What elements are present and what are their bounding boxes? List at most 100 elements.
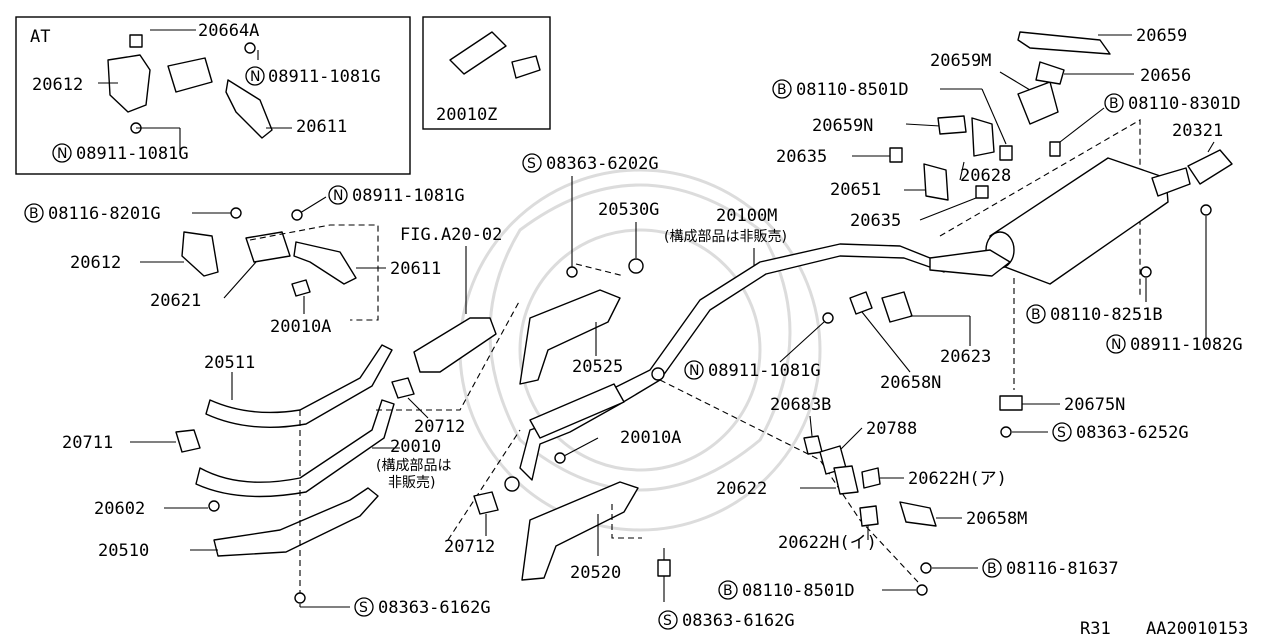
insulator-at: [167, 57, 213, 93]
clamp-20530G: [628, 258, 644, 274]
label-08110-8301D: 08110-8301D: [1128, 94, 1241, 114]
label-20658M: 20658M: [966, 509, 1027, 529]
bolt-20635-bottom: [975, 185, 989, 199]
label-20635-bottom: 20635: [850, 211, 901, 231]
gasket-20712-upper: [391, 377, 415, 399]
nut-mid: [291, 209, 303, 221]
s-prefix-6162G-bottom: S: [663, 613, 672, 629]
label-08363-6162G-left: 08363-6162G: [378, 598, 491, 618]
sealant-cap: [511, 55, 541, 79]
b-prefix-8501D-bottom: B: [723, 583, 733, 599]
label-08911-center: 08911-1081G: [708, 361, 821, 381]
nut-at-top: [244, 42, 256, 54]
label-20010A-left: 20010A: [270, 317, 331, 337]
pipe-20010: [195, 399, 395, 498]
label-08363-6162G-bottom: 08363-6162G: [682, 611, 795, 631]
bolt-20664A: [129, 34, 143, 48]
left-mount-group: B 08116-8201G N 08911-1081G 20612 20621 …: [24, 185, 465, 337]
insulator-20628: [971, 117, 995, 157]
label-20511: 20511: [204, 353, 255, 373]
s-prefix-6252G: S: [1057, 425, 1066, 441]
heat-shield-20520: [521, 481, 639, 581]
label-20612: 20612: [70, 253, 121, 273]
note-20100M: (構成部品は非販売): [664, 229, 787, 245]
muffler-body: [989, 157, 1169, 285]
insulator-20656: [1035, 61, 1065, 85]
bolt-6202G: [566, 266, 578, 278]
label-08363-6252G: 08363-6252G: [1076, 423, 1189, 443]
insulator-20623: [881, 291, 913, 323]
label-08116-81637: 08116-81637: [1006, 559, 1119, 579]
label-20635-top: 20635: [776, 147, 827, 167]
heat-shield-20525: [519, 289, 621, 385]
bolt-8501D-top: [999, 145, 1013, 161]
label-20321: 20321: [1172, 121, 1223, 141]
note-20010-line1: (構成部品は: [376, 458, 451, 474]
label-20622: 20622: [716, 479, 767, 499]
label-20621: 20621: [150, 291, 201, 311]
label-08911-1082G: 08911-1082G: [1130, 335, 1243, 355]
insulator-20622: [833, 465, 859, 495]
catalytic-converter: [413, 317, 497, 373]
n-circle-at-1: [245, 66, 265, 86]
label-20711: 20711: [62, 433, 113, 453]
label-20712-lower: 20712: [444, 537, 495, 557]
bracket-20683B: [803, 435, 823, 455]
b-prefix-8501D-top: B: [777, 82, 787, 98]
label-20623: 20623: [940, 347, 991, 367]
n-prefix-center: N: [689, 363, 699, 379]
sealant-tube: [449, 31, 507, 75]
bolt-6252G: [1000, 426, 1012, 438]
label-20683B: 20683B: [770, 395, 831, 415]
inset-20010Z-box: 20010Z: [422, 16, 551, 130]
label-08110-8501D-top: 08110-8501D: [796, 80, 909, 100]
n-prefix-1082G: N: [1111, 337, 1121, 353]
b-prefix-8301D: B: [1109, 96, 1119, 112]
label-20611-at: 20611: [296, 117, 347, 137]
label-20602: 20602: [94, 499, 145, 519]
catalyst-group: FIG.A20-02 20712 20712: [376, 225, 521, 557]
label-20520: 20520: [570, 563, 621, 583]
bolt-8301D: [1049, 141, 1061, 157]
bolt-6162G-left: [294, 592, 306, 604]
n-prefix-mid: N: [333, 188, 343, 204]
pipe-20511: [205, 344, 393, 429]
s-prefix-6202G: S: [527, 156, 536, 172]
insulator-20621: [245, 231, 291, 263]
label-20530G: 20530G: [598, 200, 659, 220]
b-prefix-81637: B: [987, 561, 997, 577]
inset-at-title: AT: [30, 27, 50, 47]
label-fig-a20-02: FIG.A20-02: [400, 225, 502, 245]
bolt-81637: [920, 562, 932, 574]
bracket-20611: [293, 241, 357, 285]
nut-20602: [208, 500, 220, 512]
bracket-20611-at: [225, 79, 273, 139]
bracket-20658N: [849, 291, 873, 315]
hanger-center: [651, 367, 665, 381]
label-20656: 20656: [1140, 66, 1191, 86]
label-20712-upper: 20712: [414, 417, 465, 437]
bolt-20010A-left: [291, 279, 311, 297]
bolt-20010A-center: [554, 452, 566, 464]
inset-at-box: AT 20664A 20612 N 08911-1081G 20611 N 08…: [15, 16, 411, 175]
label-20651: 20651: [830, 180, 881, 200]
label-20675N: 20675N: [1064, 395, 1125, 415]
bolt-8251B: [1140, 266, 1152, 278]
label-08110-8251B: 08110-8251B: [1050, 305, 1163, 325]
note-20010-line2: 非販売): [388, 475, 435, 491]
nut-1082G: [1200, 204, 1212, 216]
label-20659N: 20659N: [812, 116, 873, 136]
s-prefix-6162G-left: S: [359, 600, 368, 616]
gasket-20711: [175, 429, 201, 453]
bracket-20612-at: [107, 54, 151, 113]
bracket-20612: [181, 231, 219, 277]
n-circle-at-2: [52, 143, 72, 163]
label-20611: 20611: [390, 259, 441, 279]
n-prefix-at-1: N: [250, 69, 260, 85]
label-20100M: 20100M: [716, 206, 777, 226]
label-08110-8501D-bottom: 08110-8501D: [742, 581, 855, 601]
tail-pipe-finisher: [1187, 149, 1233, 185]
label-20658N: 20658N: [880, 373, 941, 393]
nut-center: [822, 312, 834, 324]
